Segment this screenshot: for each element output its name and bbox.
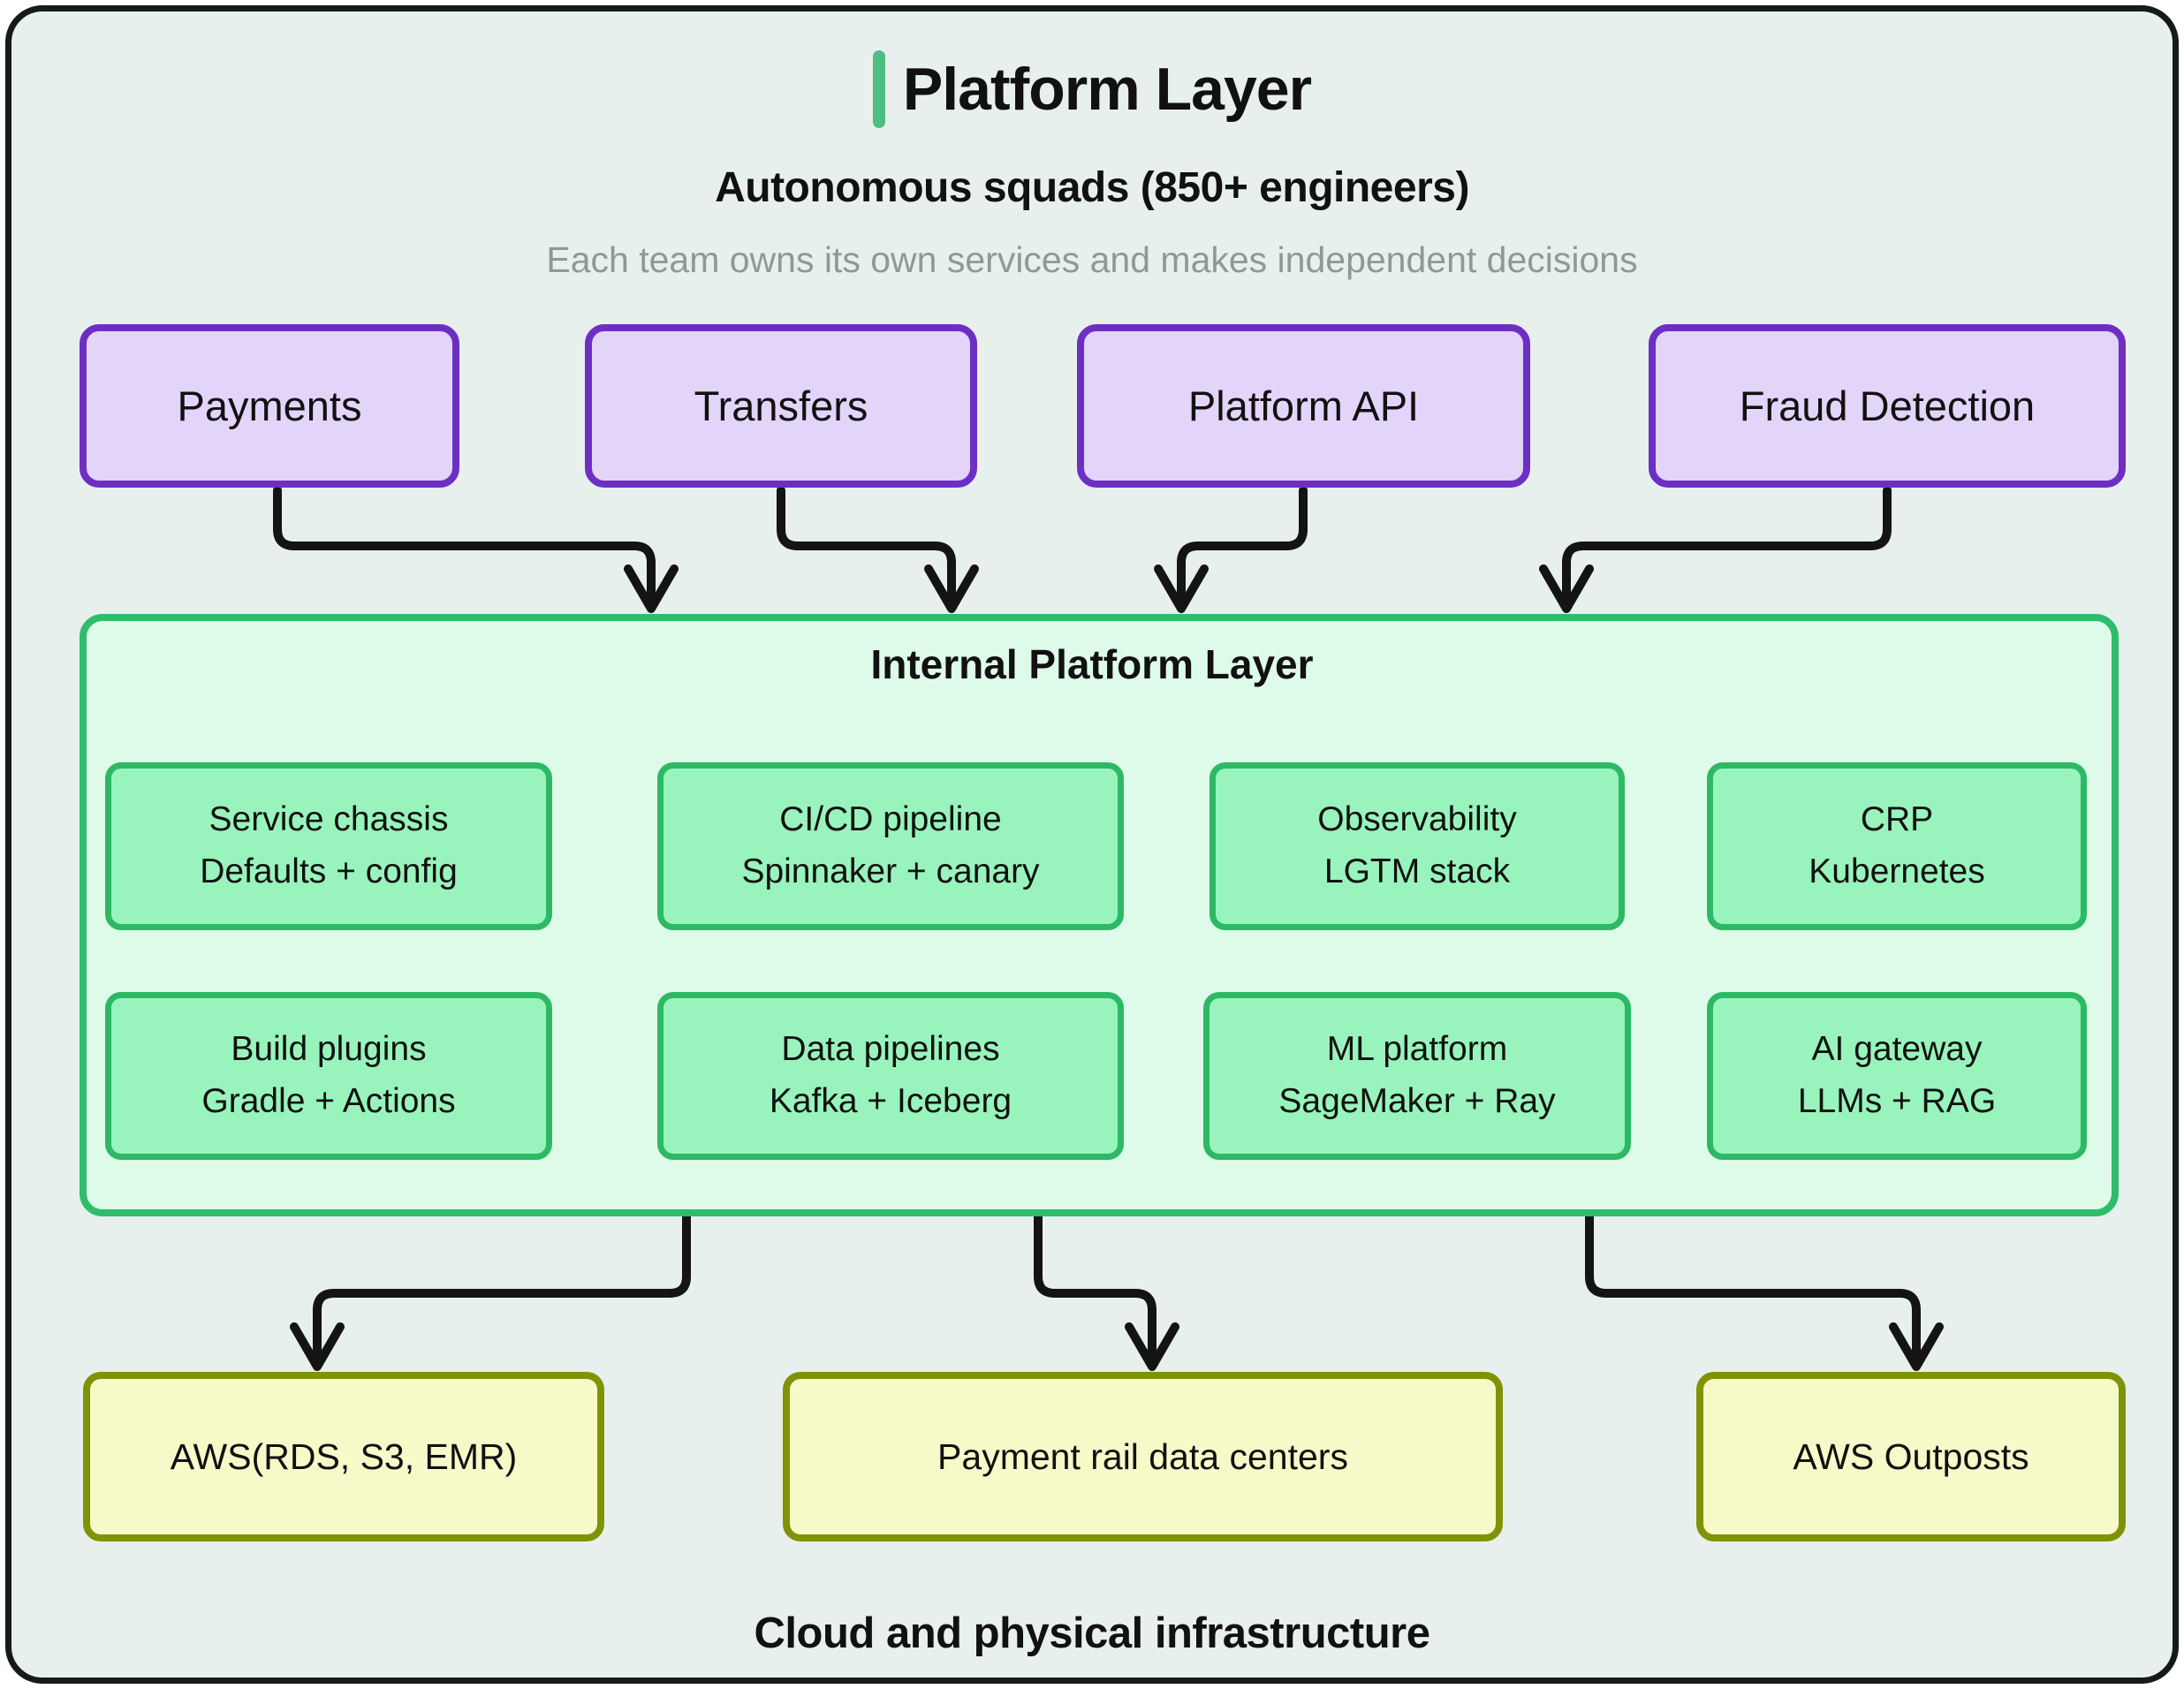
infra-label-aws: AWS(RDS, S3, EMR) (170, 1435, 518, 1477)
arrow-platform-to-aws (290, 1212, 691, 1371)
arrow-platform-api-to-platform (1154, 486, 1308, 613)
service-line2: Defaults + config (200, 852, 458, 890)
internal-platform-title: Internal Platform Layer (870, 641, 1314, 687)
infra-box-aws: AWS(RDS, S3, EMR) (83, 1372, 604, 1541)
service-box-ai-gateway: AI gateway LLMs + RAG (1707, 992, 2087, 1160)
service-line2: Kafka + Iceberg (769, 1082, 1012, 1120)
arrow-platform-to-payment-rails (1034, 1212, 1179, 1371)
service-line1: Data pipelines (781, 1030, 1000, 1069)
squad-label-platform-api: Platform API (1187, 382, 1420, 429)
squad-box-platform-api: Platform API (1077, 324, 1530, 488)
service-line1: CI/CD pipeline (779, 800, 1002, 839)
arrow-fraud-detection-to-platform (1539, 486, 1892, 613)
squad-label-transfers: Transfers (694, 382, 868, 429)
arrow-platform-to-outposts (1585, 1212, 1944, 1371)
service-line2: LGTM stack (1323, 852, 1511, 890)
service-box-data-pipelines: Data pipelines Kafka + Iceberg (657, 992, 1124, 1160)
service-box-ml-platform: ML platform SageMaker + Ray (1203, 992, 1631, 1160)
squad-box-payments: Payments (80, 324, 459, 488)
title-row: Platform Layer (11, 50, 2173, 128)
service-line2: Gradle + Actions (201, 1082, 456, 1120)
diagram-canvas: Platform Layer Autonomous squads (850+ e… (5, 5, 2179, 1684)
infra-label-aws-outposts: AWS Outposts (1793, 1435, 2029, 1477)
squad-box-transfers: Transfers (585, 324, 977, 488)
service-box-observability: Observability LGTM stack (1210, 762, 1625, 930)
service-box-cicd-pipeline: CI/CD pipeline Spinnaker + canary (657, 762, 1124, 930)
service-line1: CRP (1860, 800, 1934, 839)
service-box-service-chassis: Service chassis Defaults + config (105, 762, 552, 930)
arrow-transfers-to-platform (777, 486, 979, 613)
tagline: Each team owns its own services and make… (546, 239, 1638, 280)
squad-label-fraud-detection: Fraud Detection (1739, 382, 2036, 429)
service-line1: Service chassis (209, 800, 449, 839)
infra-label-payment-rails: Payment rail data centers (937, 1435, 1348, 1477)
service-line2: SageMaker + Ray (1278, 1082, 1556, 1120)
infra-box-aws-outposts: AWS Outposts (1696, 1372, 2126, 1541)
squad-box-fraud-detection: Fraud Detection (1649, 324, 2126, 488)
title-accent-bar (872, 50, 885, 128)
service-line1: Build plugins (231, 1030, 427, 1069)
service-line2: Spinnaker + canary (741, 852, 1040, 890)
infrastructure-caption: Cloud and physical infrastructure (754, 1609, 1430, 1657)
squad-label-payments: Payments (177, 382, 362, 429)
subtitle: Autonomous squads (850+ engineers) (715, 164, 1469, 211)
service-line2: Kubernetes (1809, 852, 1985, 890)
arrow-payments-to-platform (273, 486, 679, 613)
service-box-build-plugins: Build plugins Gradle + Actions (105, 992, 552, 1160)
service-line1: Observability (1317, 800, 1517, 839)
service-box-crp: CRP Kubernetes (1707, 762, 2087, 930)
service-line2: LLMs + RAG (1797, 1082, 1997, 1120)
service-line1: AI gateway (1811, 1030, 1983, 1069)
infra-box-payment-rails: Payment rail data centers (783, 1372, 1503, 1541)
service-line1: ML platform (1326, 1030, 1508, 1069)
page-title: Platform Layer (902, 56, 1312, 123)
